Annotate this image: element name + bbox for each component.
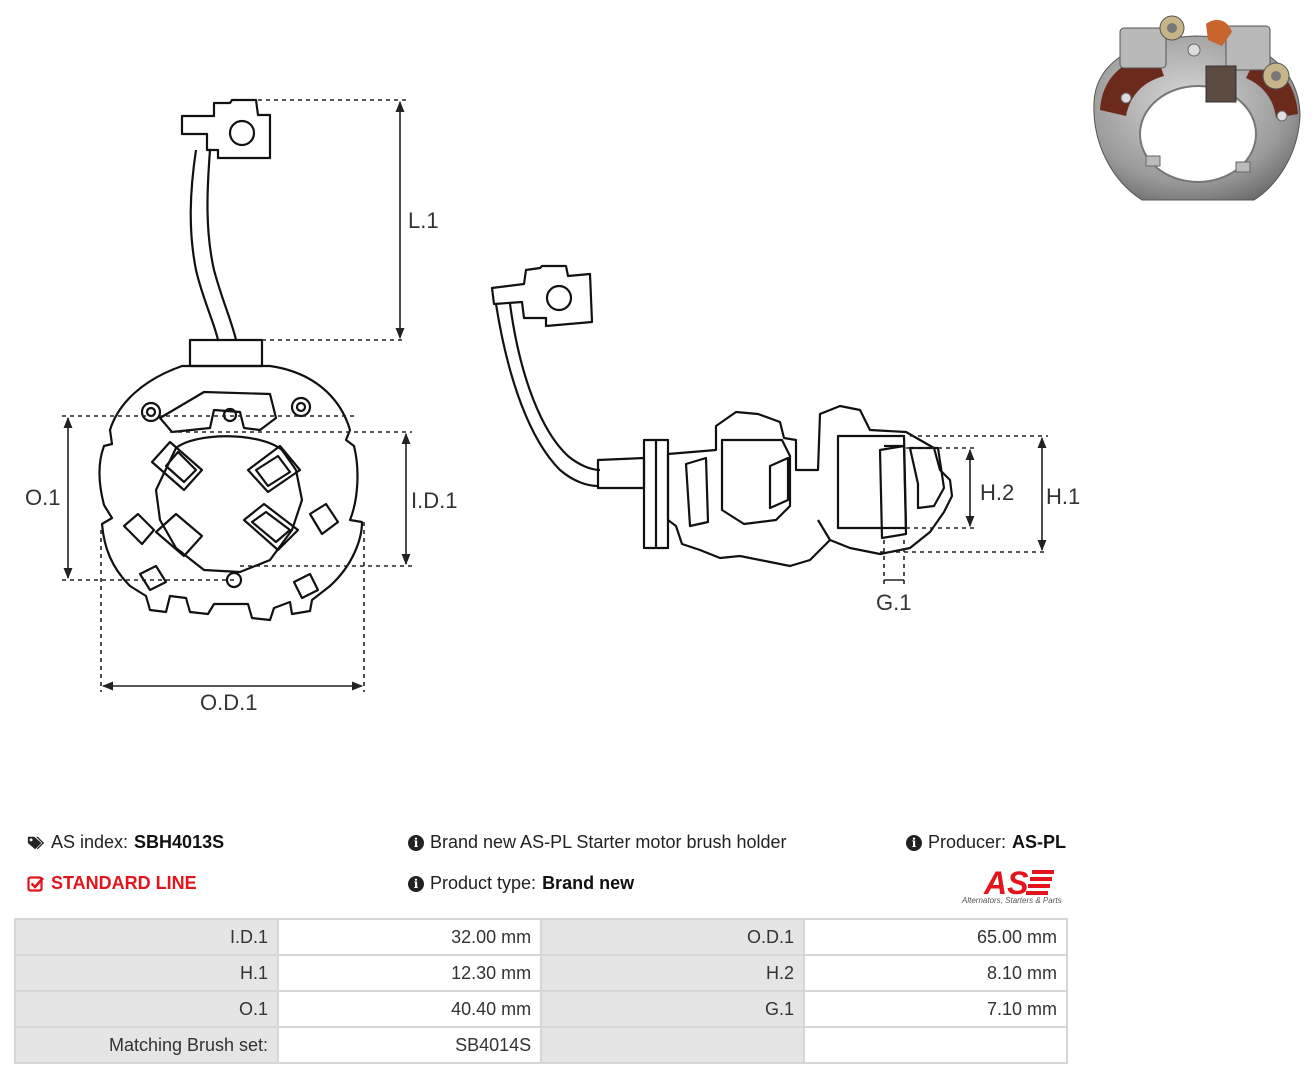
spec-label: H.1 [13,954,280,992]
product-photo [1093,15,1301,201]
spec-value: 32.00 mm [277,918,543,956]
plate-outline [98,364,364,622]
spec-value: 40.40 mm [277,990,543,1028]
as-index-label: AS index: [51,832,129,852]
spec-label: G.1 [540,990,806,1028]
check-square-icon [27,875,45,893]
technical-drawing: L.1 O.1 I.D.1 O.D.1 H.2 H.1 G.1 [25,98,1080,715]
info-icon: i [408,875,424,892]
svg-text:AS: AS [983,865,1029,901]
spec-label: Matching Brush set: [13,1026,280,1064]
as-index-row: AS index: SBH4013S [27,832,224,853]
spec-value: 65.00 mm [803,918,1068,956]
table-row: H.1 12.30 mm H.2 8.10 mm [13,954,1068,992]
brand-tagline: Alternators, Starters & Parts [962,896,1062,905]
table-row: Matching Brush set: SB4014S [13,1026,1068,1064]
spec-value [803,1026,1068,1064]
spec-label: I.D.1 [13,918,280,956]
spec-label [540,1026,806,1064]
dim-label-l1: L.1 [408,208,439,233]
as-index-value: SBH4013S [134,832,225,852]
producer-row: i Producer: AS-PL [906,832,1066,853]
spec-value: 12.30 mm [277,954,543,992]
dim-label-g1: G.1 [876,590,911,615]
producer-label: Producer: [928,832,1007,852]
as-pl-logo: AS [983,865,1054,901]
standard-line-label: STANDARD LINE [51,873,197,893]
tags-icon [27,834,45,852]
spec-value: 8.10 mm [803,954,1068,992]
description-text: Brand new AS-PL Starter motor brush hold… [430,832,787,852]
dim-label-od1: O.D.1 [200,690,257,715]
info-icon: i [408,834,424,851]
specification-table: I.D.1 32.00 mm O.D.1 65.00 mm H.1 12.30 … [13,918,1068,1064]
spec-label: O.D.1 [540,918,806,956]
table-row: O.1 40.40 mm G.1 7.10 mm [13,990,1068,1028]
product-type-value: Brand new [542,873,635,893]
product-type-row: i Product type: Brand new [408,873,634,894]
product-type-label: Product type: [430,873,537,893]
spec-value: SB4014S [277,1026,543,1064]
spec-label: O.1 [13,990,280,1028]
lead-wire [189,149,238,341]
description-row: i Brand new AS-PL Starter motor brush ho… [408,832,787,853]
table-row: I.D.1 32.00 mm O.D.1 65.00 mm [13,918,1068,956]
terminal-tab [180,98,272,160]
producer-value: AS-PL [1012,832,1067,852]
dim-label-h1: H.1 [1046,484,1080,509]
terminal-hole [228,119,256,147]
dim-label-h2: H.2 [980,480,1014,505]
spec-value: 7.10 mm [803,990,1068,1028]
spec-label: H.2 [540,954,806,992]
standard-line-row: STANDARD LINE [27,873,197,894]
info-icon: i [906,834,922,851]
dim-label-o1: O.1 [25,485,60,510]
dim-label-id1: I.D.1 [411,488,457,513]
